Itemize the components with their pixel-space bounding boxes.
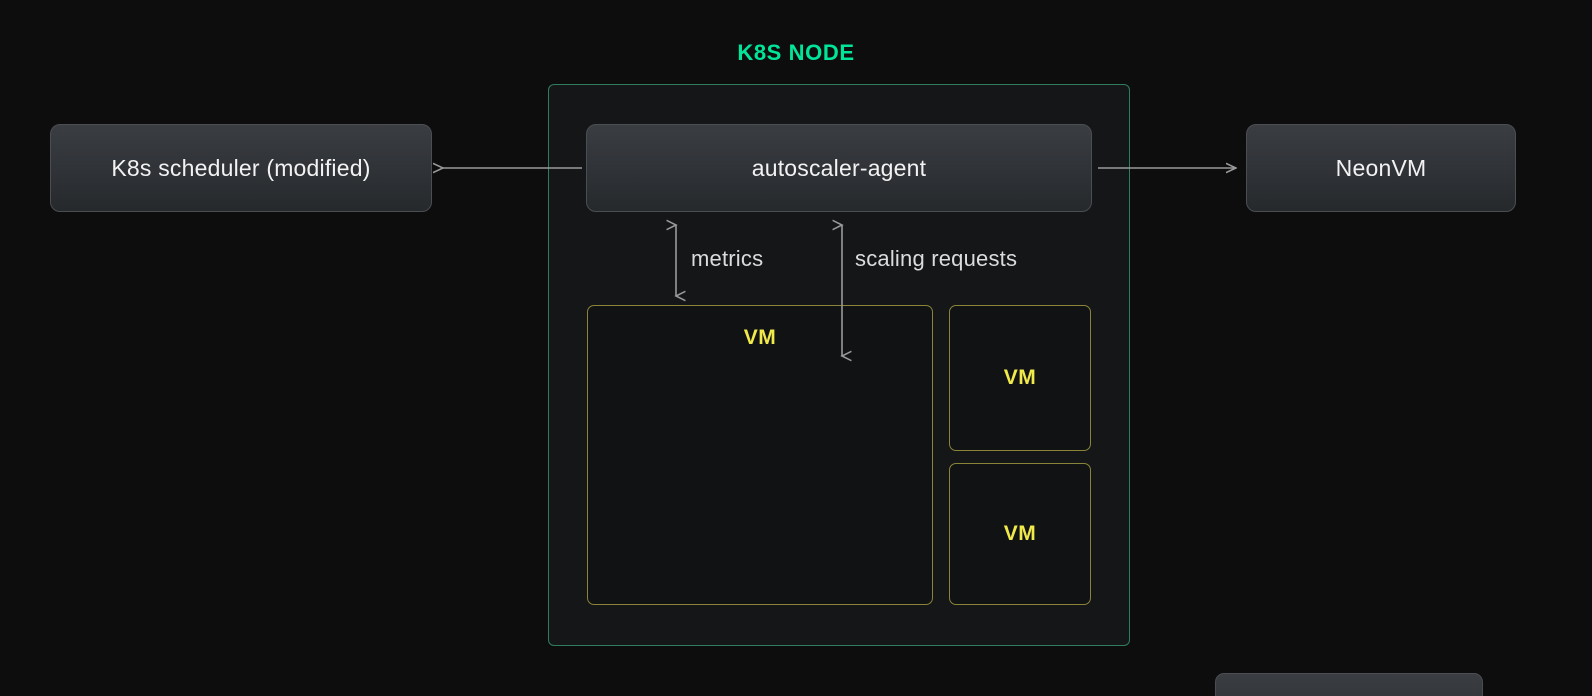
vm-side-box-1[interactable]: VM xyxy=(949,305,1091,451)
autoscaler-agent-label: autoscaler-agent xyxy=(751,154,927,181)
metrics-arrow-label: metrics xyxy=(691,246,764,271)
vm-main-box[interactable]: VM vm-informant Postgres xyxy=(587,305,1483,696)
scaling-requests-arrow-label: scaling requests xyxy=(855,246,1018,271)
vm-side-box-2[interactable]: VM xyxy=(949,463,1091,605)
vm-side-label-2: VM xyxy=(1003,522,1037,545)
neonvm-box[interactable]: NeonVM xyxy=(1246,124,1516,212)
vm-side-label-1: VM xyxy=(1003,366,1037,389)
page-title: K8S NODE xyxy=(737,40,855,65)
vm-informant-box[interactable]: vm-informant xyxy=(1215,673,1483,696)
autoscaler-agent-box[interactable]: autoscaler-agent xyxy=(586,124,1092,212)
neonvm-label: NeonVM xyxy=(1335,154,1427,181)
vm-main-label: VM xyxy=(743,326,777,349)
k8s-scheduler-box[interactable]: K8s scheduler (modified) xyxy=(50,124,432,212)
k8s-scheduler-label: K8s scheduler (modified) xyxy=(111,154,371,181)
